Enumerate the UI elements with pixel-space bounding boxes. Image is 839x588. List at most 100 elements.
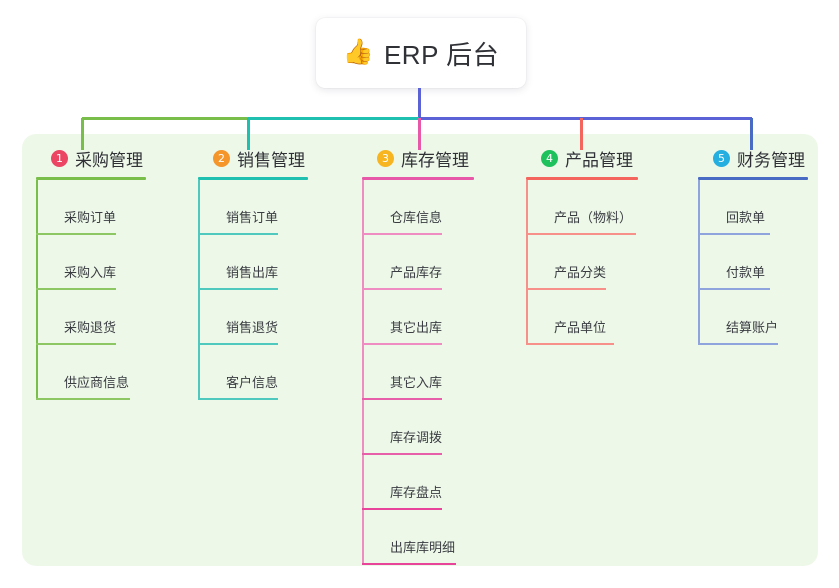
leaf-rule — [362, 453, 442, 455]
leaf-label: 销售退货 — [226, 320, 279, 335]
list-item[interactable]: 销售退货 — [198, 290, 308, 345]
leaf-rule — [198, 343, 278, 345]
leaf-label: 产品分类 — [554, 265, 607, 280]
thumbs-up-icon: 👍 — [342, 37, 374, 66]
leaf-label: 其它入库 — [390, 375, 443, 390]
leaf-rule — [36, 398, 130, 400]
branch-column-2: 2 销售管理 销售订单 销售出库 销售退货 客户信息 — [198, 146, 308, 400]
list-item[interactable]: 结算账户 — [698, 290, 808, 345]
leaf-rule — [526, 288, 606, 290]
branch-title-3: 库存管理 — [401, 150, 469, 170]
leaf-label: 产品单位 — [554, 320, 607, 335]
leaf-rule — [698, 343, 778, 345]
leaf-label: 结算账户 — [726, 320, 779, 335]
leaf-label: 付款单 — [726, 265, 766, 280]
leaf-label: 供应商信息 — [64, 375, 130, 390]
leaf-rule — [698, 288, 770, 290]
list-item[interactable]: 销售出库 — [198, 235, 308, 290]
branch-rail-1 — [36, 180, 38, 400]
leaf-label: 出库库明细 — [390, 540, 456, 555]
leaf-rule — [526, 233, 636, 235]
leaf-label: 销售出库 — [226, 265, 279, 280]
leaf-rule — [362, 508, 442, 510]
list-item[interactable]: 产品分类 — [526, 235, 638, 290]
list-item[interactable]: 客户信息 — [198, 345, 308, 400]
leaf-label: 产品（物料） — [554, 210, 633, 225]
branch-rule-4 — [526, 177, 638, 180]
leaf-rule — [36, 233, 116, 235]
leaf-rule — [526, 343, 614, 345]
leaf-label: 采购订单 — [64, 210, 117, 225]
branches-panel — [22, 134, 818, 566]
branch-header-1[interactable]: 1 采购管理 — [36, 146, 146, 170]
list-item[interactable]: 采购订单 — [36, 180, 146, 235]
branch-badge-2: 2 — [213, 149, 230, 167]
branch-column-3: 3 库存管理 仓库信息 产品库存 其它出库 其它入库 库存调拨 — [362, 146, 474, 565]
branch-title-4: 产品管理 — [565, 150, 633, 170]
branch-header-2[interactable]: 2 销售管理 — [198, 146, 308, 170]
branch-rail-2 — [198, 180, 200, 400]
list-item[interactable]: 产品库存 — [362, 235, 474, 290]
leaf-label: 仓库信息 — [390, 210, 443, 225]
leaf-rule — [198, 233, 278, 235]
list-item[interactable]: 付款单 — [698, 235, 808, 290]
leaf-rule — [698, 233, 770, 235]
list-item[interactable]: 其它出库 — [362, 290, 474, 345]
leaf-label: 产品库存 — [390, 265, 443, 280]
leaf-label: 销售订单 — [226, 210, 279, 225]
list-item[interactable]: 供应商信息 — [36, 345, 146, 400]
branch-badge-4: 4 — [541, 149, 558, 167]
list-item[interactable]: 产品单位 — [526, 290, 638, 345]
branch-title-2: 销售管理 — [237, 150, 305, 170]
branch-badge-3: 3 — [377, 149, 394, 167]
branch-rule-5 — [698, 177, 808, 180]
branch-column-4: 4 产品管理 产品（物料） 产品分类 产品单位 — [526, 146, 638, 345]
branch-header-3[interactable]: 3 库存管理 — [362, 146, 474, 170]
leaf-rule — [36, 343, 116, 345]
branch-column-1: 1 采购管理 采购订单 采购入库 采购退货 供应商信息 — [36, 146, 146, 400]
branch-items-1: 采购订单 采购入库 采购退货 供应商信息 — [36, 180, 146, 400]
leaf-rule — [362, 563, 456, 565]
list-item[interactable]: 其它入库 — [362, 345, 474, 400]
list-item[interactable]: 采购入库 — [36, 235, 146, 290]
leaf-label: 库存调拨 — [390, 430, 443, 445]
branch-header-5[interactable]: 5 财务管理 — [698, 146, 808, 170]
branch-items-2: 销售订单 销售出库 销售退货 客户信息 — [198, 180, 308, 400]
branch-rail-3 — [362, 180, 364, 565]
branch-rule-1 — [36, 177, 146, 180]
leaf-label: 采购退货 — [64, 320, 117, 335]
branch-items-3: 仓库信息 产品库存 其它出库 其它入库 库存调拨 库存盘点 — [362, 180, 474, 565]
leaf-rule — [198, 398, 278, 400]
list-item[interactable]: 回款单 — [698, 180, 808, 235]
root-node-label: ERP 后台 — [383, 39, 500, 70]
list-item[interactable]: 产品（物料） — [526, 180, 638, 235]
branch-rail-5 — [698, 180, 700, 345]
list-item[interactable]: 出库库明细 — [362, 510, 474, 565]
leaf-label: 回款单 — [726, 210, 766, 225]
branch-header-4[interactable]: 4 产品管理 — [526, 146, 638, 170]
leaf-label: 其它出库 — [390, 320, 443, 335]
list-item[interactable]: 库存调拨 — [362, 400, 474, 455]
leaf-label: 库存盘点 — [390, 485, 443, 500]
leaf-rule — [362, 398, 442, 400]
leaf-label: 采购入库 — [64, 265, 117, 280]
branch-items-5: 回款单 付款单 结算账户 — [698, 180, 808, 345]
leaf-rule — [198, 288, 278, 290]
branch-rail-4 — [526, 180, 528, 345]
leaf-rule — [362, 288, 442, 290]
branch-badge-5: 5 — [713, 149, 730, 167]
branch-badge-1: 1 — [51, 149, 68, 167]
root-node-card[interactable]: 👍 ERP 后台 — [316, 18, 526, 88]
list-item[interactable]: 销售订单 — [198, 180, 308, 235]
leaf-rule — [362, 233, 442, 235]
list-item[interactable]: 仓库信息 — [362, 180, 474, 235]
branch-rule-3 — [362, 177, 474, 180]
branch-title-1: 采购管理 — [75, 150, 143, 170]
branch-items-4: 产品（物料） 产品分类 产品单位 — [526, 180, 638, 345]
list-item[interactable]: 采购退货 — [36, 290, 146, 345]
branch-column-5: 5 财务管理 回款单 付款单 结算账户 — [698, 146, 808, 345]
leaf-label: 客户信息 — [226, 375, 279, 390]
branch-rule-2 — [198, 177, 308, 180]
list-item[interactable]: 库存盘点 — [362, 455, 474, 510]
